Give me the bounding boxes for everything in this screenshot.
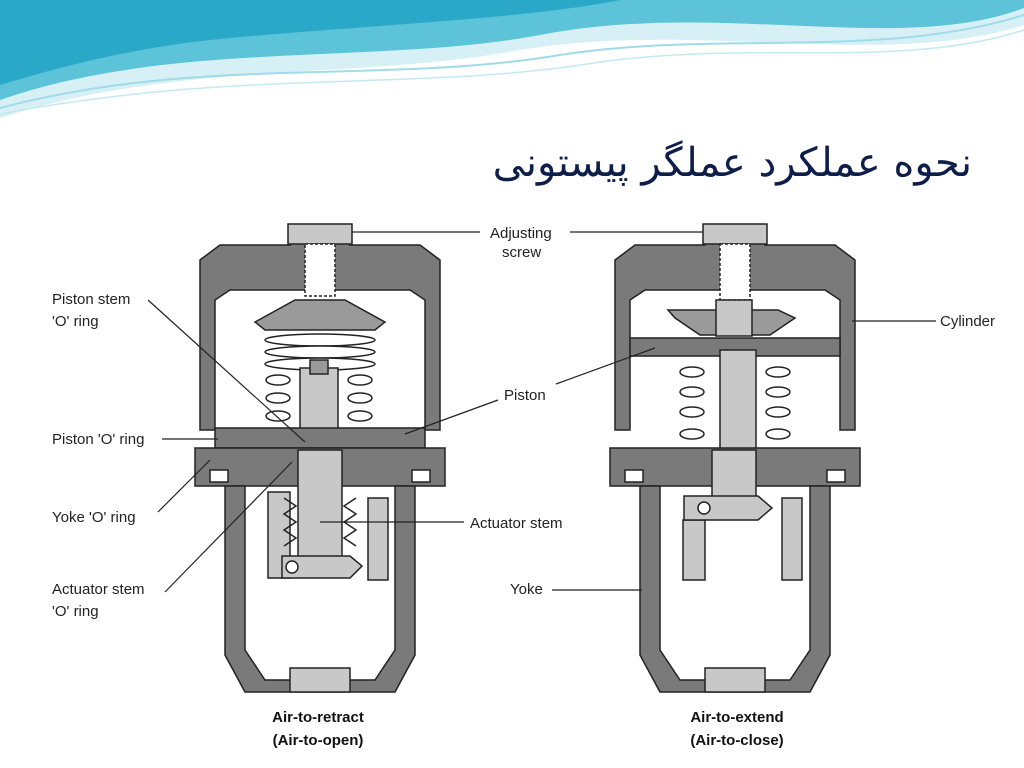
right-actuator-stem	[711, 449, 757, 499]
label-actuator-stem: Actuator stem	[470, 515, 563, 532]
slide-title: نحوه عملکرد عملگر پیستونی	[492, 140, 972, 186]
left-yoke-body	[224, 485, 416, 693]
left-spring-lower	[265, 374, 373, 422]
piston-actuator-diagram: Adjusting screw Cylinder Piston Piston s…	[52, 223, 995, 749]
label-actuator-stem-o-ring-1: Actuator stem	[52, 581, 145, 598]
diagram-captions: Air-to-retract (Air-to-open) Air-to-exte…	[272, 709, 784, 749]
left-actuator	[194, 223, 446, 693]
header-wave-decoration	[0, 0, 1024, 118]
label-adjusting-screw-1: Adjusting	[490, 225, 552, 242]
left-travel-indicator	[367, 497, 389, 581]
right-yoke-bottom	[704, 667, 766, 693]
right-actuator	[609, 223, 861, 693]
left-stem-clamp	[281, 555, 364, 579]
left-clamp-bolt	[285, 560, 299, 574]
leader-piston-left	[404, 399, 499, 435]
right-travel-indicator	[781, 497, 803, 581]
left-screw-shaft	[304, 243, 336, 297]
right-stem-nut	[715, 299, 753, 337]
left-flange-slot-r	[411, 469, 431, 483]
wave-line-2	[0, 29, 1024, 115]
label-yoke: Yoke	[510, 581, 543, 598]
diagram-area: Adjusting screw Cylinder Piston Piston s…	[36, 212, 1016, 764]
leader-yoke-o-ring	[157, 459, 211, 513]
label-actuator-stem-o-ring-2: 'O' ring	[52, 603, 99, 620]
caption-right-line-2: (Air-to-close)	[690, 732, 783, 749]
leader-piston-right	[555, 347, 656, 385]
label-piston-o-ring: Piston 'O' ring	[52, 431, 144, 448]
right-screw-shaft	[719, 243, 751, 301]
right-flange-slot-l	[624, 469, 644, 483]
left-adjusting-screw	[287, 223, 353, 245]
leader-lines	[147, 231, 936, 593]
left-stem-nut	[309, 359, 329, 375]
wave-band-bright	[0, 0, 620, 85]
right-clamp-bolt	[697, 501, 711, 515]
left-actuator-stem	[297, 449, 343, 559]
right-flange-slot-r	[826, 469, 846, 483]
left-piston	[214, 427, 426, 449]
wave-line-1	[0, 14, 1024, 109]
label-cylinder: Cylinder	[940, 313, 995, 330]
label-piston: Piston	[504, 387, 546, 404]
label-piston-stem-o-ring-2: 'O' ring	[52, 313, 99, 330]
leader-actuator-stem-o-ring	[164, 461, 293, 593]
caption-left-line-1: Air-to-retract	[272, 709, 364, 726]
right-piston-stem	[719, 349, 757, 451]
leader-piston-stem-o-ring	[147, 299, 306, 443]
left-flange-slot-l	[209, 469, 229, 483]
right-spring-lower	[679, 366, 791, 440]
diagram-labels: Adjusting screw Cylinder Piston Piston s…	[52, 225, 995, 620]
right-yoke-window	[682, 519, 706, 581]
left-yoke-bottom	[289, 667, 351, 693]
caption-left-line-2: (Air-to-open)	[273, 732, 364, 749]
label-yoke-o-ring: Yoke 'O' ring	[52, 509, 136, 526]
left-bellows-l	[282, 497, 298, 547]
label-adjusting-screw-2: screw	[502, 244, 541, 261]
right-stem-clamp	[683, 495, 774, 521]
right-adjusting-screw	[702, 223, 768, 245]
label-piston-stem-o-ring-1: Piston stem	[52, 291, 130, 308]
right-yoke-body	[639, 485, 831, 693]
left-spring-seat	[253, 299, 387, 331]
caption-right-line-1: Air-to-extend	[690, 709, 783, 726]
